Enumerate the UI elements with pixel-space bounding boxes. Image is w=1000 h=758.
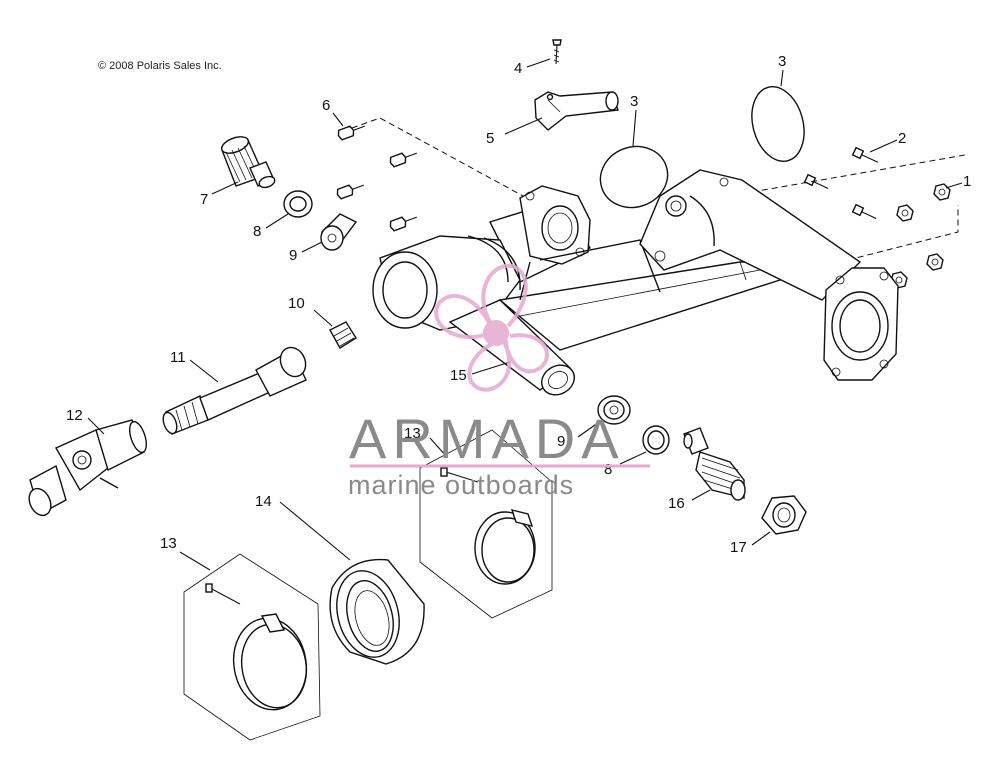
leader-12 — [87, 417, 105, 435]
callout-9-right: 9 — [557, 433, 565, 450]
propeller-logo — [434, 263, 549, 392]
part-16-output-shaft — [683, 427, 746, 501]
leader-15 — [471, 361, 511, 375]
watermark-brand: ARMADA — [349, 407, 625, 470]
callout-8-right: 8 — [604, 461, 612, 478]
leader-13-upper — [429, 437, 447, 457]
leader-11 — [189, 359, 219, 383]
leader-13-lower — [179, 551, 211, 571]
part-13-clamp-kit-upper — [419, 429, 553, 619]
callout-12: 12 — [66, 407, 83, 424]
leader-4 — [526, 58, 551, 68]
part-14-boot — [329, 558, 425, 665]
callout-11: 11 — [170, 349, 186, 366]
callout-6: 6 — [322, 97, 330, 114]
part-9-bearing-right — [597, 395, 631, 425]
watermark-tagline: marine outboards — [348, 470, 574, 500]
part-5-bracket — [534, 91, 619, 131]
part-17-nut — [761, 495, 807, 535]
leader-8-right — [619, 451, 647, 465]
leader-9-right — [577, 419, 603, 438]
dash-guide-right-top — [751, 154, 966, 193]
part-8-seal-right — [642, 425, 670, 455]
leader-3-right — [780, 69, 784, 87]
callout-9-left: 9 — [289, 247, 297, 264]
part-7-coupler — [220, 136, 276, 189]
callout-17: 17 — [730, 539, 747, 556]
armada-watermark: ARMADA marine outboards — [348, 263, 650, 500]
leader-7 — [211, 181, 239, 195]
part-8-seal-left — [283, 190, 313, 218]
leader-17 — [751, 531, 771, 546]
callout-13-upper: 13 — [404, 425, 421, 442]
callout-1: 1 — [963, 173, 971, 190]
part-3-o-ring-left — [599, 145, 669, 209]
callout-3-right: 3 — [778, 53, 786, 70]
callout-10: 10 — [288, 295, 305, 312]
leader-10 — [313, 309, 333, 327]
leader-9-left — [301, 241, 323, 253]
callout-13-lower: 13 — [160, 535, 177, 552]
leader-1 — [945, 182, 963, 189]
callout-8-left: 8 — [253, 223, 261, 240]
part-9-bearing-left — [320, 213, 358, 251]
dash-guide-left — [351, 117, 537, 204]
part-4-screw — [552, 39, 562, 65]
callout-14: 14 — [255, 493, 272, 510]
dash-guide-right-bottom — [847, 205, 959, 261]
callout-4: 4 — [514, 60, 522, 77]
leader-3-left — [632, 109, 637, 147]
copyright-notice: © 2008 Polaris Sales Inc. — [98, 60, 222, 72]
callout-2: 2 — [898, 130, 906, 147]
callout-16: 16 — [668, 495, 685, 512]
leader-6 — [332, 112, 344, 127]
part-13-clamp-kit-lower — [183, 553, 321, 741]
leader-14 — [279, 501, 351, 561]
part-11-drive-shaft — [162, 346, 307, 435]
callout-15: 15 — [450, 367, 467, 384]
leader-16 — [691, 489, 711, 501]
part-12-u-joint — [28, 419, 147, 517]
part-6-bolts — [336, 125, 417, 232]
callout-7: 7 — [200, 191, 208, 208]
part-3-o-ring-right — [751, 86, 805, 162]
part-1-nuts — [890, 183, 951, 289]
callout-5: 5 — [486, 130, 494, 147]
callout-3-left: 3 — [630, 93, 638, 110]
leader-8-left — [265, 213, 289, 229]
leader-2 — [869, 139, 898, 153]
part-10-spring — [329, 321, 357, 349]
leader-5 — [504, 117, 543, 135]
